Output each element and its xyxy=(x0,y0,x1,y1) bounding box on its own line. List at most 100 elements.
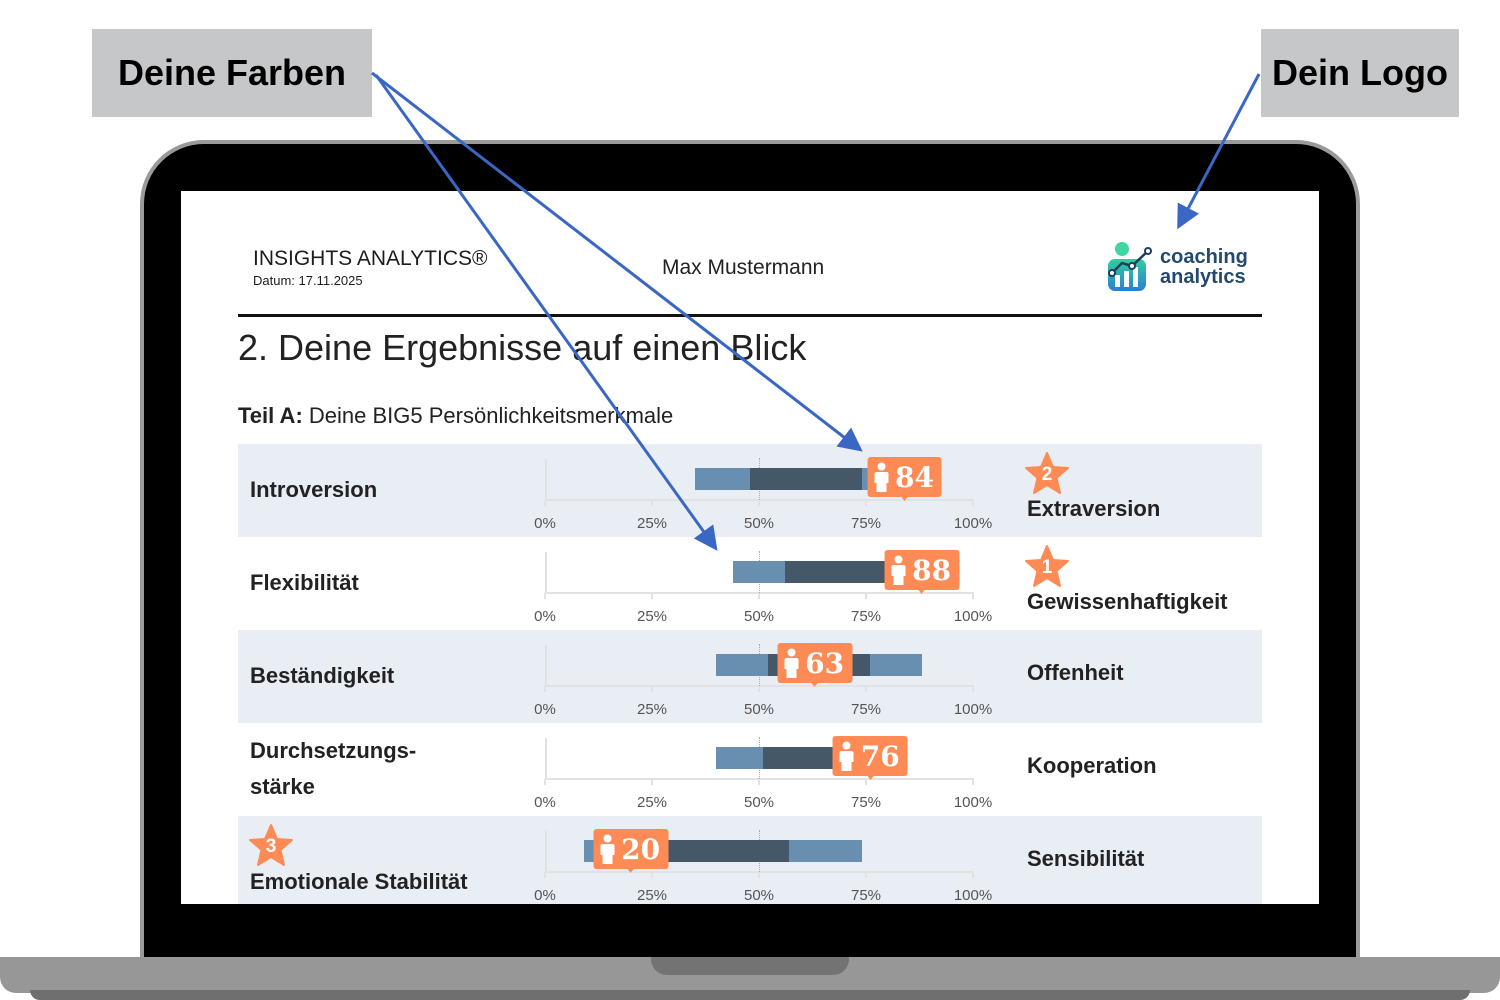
trait-left-label: Introversion xyxy=(250,477,378,502)
header-divider xyxy=(238,314,1262,317)
person-icon xyxy=(783,648,805,678)
axis-tick xyxy=(972,686,974,692)
trait-bar-chart: 0%25%50%75%100%76 xyxy=(534,723,992,816)
axis-tick xyxy=(544,686,546,692)
score-badge: 84 xyxy=(867,457,942,501)
axis-tick xyxy=(865,872,867,878)
axis-tick-label: 100% xyxy=(953,515,993,532)
axis-tick-label: 0% xyxy=(534,794,556,811)
axis-tick xyxy=(544,779,546,785)
axis-tick-label: 0% xyxy=(534,608,556,625)
report-date: Datum: 17.11.2025 xyxy=(253,273,363,288)
callout-deine-farben: Deine Farben xyxy=(92,29,372,117)
axis-tick xyxy=(758,500,760,506)
range-bar-dark xyxy=(750,468,862,490)
axis-tick-label: 100% xyxy=(953,701,993,718)
axis-tick xyxy=(865,686,867,692)
axis-vertical-line xyxy=(545,831,547,873)
axis-tick xyxy=(651,779,653,785)
score-value: 88 xyxy=(912,553,952,587)
axis-tick-label: 0% xyxy=(534,515,556,532)
trait-bar-chart: 0% 25% 50% 75% 100% 84 xyxy=(534,444,992,537)
score-value: 20 xyxy=(621,832,661,866)
axis-tick xyxy=(651,686,653,692)
trait-right-label: Gewissenhaftigkeit xyxy=(1027,589,1228,614)
range-bar-dark xyxy=(784,561,896,583)
rank-star-icon: 2 xyxy=(1025,452,1069,494)
axis-tick-label: 50% xyxy=(743,515,775,532)
axis-tick-label: 0% xyxy=(534,887,556,904)
trait-left-label: Durchsetzungs- stärke xyxy=(250,738,417,799)
axis-vertical-line xyxy=(545,552,547,594)
logo-text-analytics: analytics xyxy=(1160,266,1246,288)
axis-tick-label: 100% xyxy=(953,608,993,625)
axis-tick xyxy=(758,872,760,878)
rank-number: 1 xyxy=(1041,557,1053,578)
logo-text: coaching analytics xyxy=(1160,247,1248,287)
trait-bar-chart: 0% 25% 50% 75% 100% 63 xyxy=(534,630,992,723)
axis-tick-label: 25% xyxy=(636,608,668,625)
score-badge: 88 xyxy=(884,550,960,594)
axis-tick-label: 100% xyxy=(953,887,993,904)
rank-star-icon: 3 xyxy=(249,824,293,866)
trait-bar-chart: 0%25%50%75%100%88 xyxy=(534,537,992,630)
axis-tick xyxy=(651,593,653,599)
axis-tick xyxy=(972,872,974,878)
axis-tick-label: 50% xyxy=(743,701,775,718)
report-brand: INSIGHTS ANALYTICS® xyxy=(253,247,488,270)
section-subtitle: Teil A: Deine BIG5 Persönlichkeitsmerkma… xyxy=(238,403,673,429)
axis-tick xyxy=(651,500,653,506)
axis-tick xyxy=(544,500,546,506)
laptop-notch xyxy=(651,957,849,975)
coaching-analytics-logo-icon xyxy=(1108,242,1152,291)
subtitle-bold: Teil A: xyxy=(238,403,303,428)
trait-row: Emotionale Stabilität 0% 25% 50% 75% 100% 20 Se… xyxy=(238,816,1262,904)
axis-tick xyxy=(758,593,760,599)
axis-tick xyxy=(865,593,867,599)
axis-tick xyxy=(972,779,974,785)
report-screen: INSIGHTS ANALYTICS® Datum: 17.11.2025 Ma… xyxy=(181,191,1319,904)
score-badge: 76 xyxy=(832,736,908,780)
score-value: 76 xyxy=(860,739,900,773)
axis-vertical-line xyxy=(545,645,547,687)
trait-row: Beständigkeit 0% 25% 50% 75% 100% 63 Offenheit xyxy=(238,630,1262,723)
axis-tick-label: 50% xyxy=(743,794,775,811)
axis-tick-label: 25% xyxy=(636,515,668,532)
trait-bar-chart: 0% 25% 50% 75% 100% 20 xyxy=(534,816,992,904)
trait-right-label: Kooperation xyxy=(1027,753,1157,778)
axis-tick-label: 50% xyxy=(743,608,775,625)
person-icon xyxy=(599,834,621,864)
axis-vertical-line xyxy=(545,459,547,501)
range-bar-dark xyxy=(763,747,845,769)
axis-tick-label: 100% xyxy=(953,794,993,811)
trait-left-label: Beständigkeit xyxy=(250,663,395,688)
axis-tick xyxy=(865,779,867,785)
axis-tick-label: 75% xyxy=(850,887,882,904)
axis-tick-label: 75% xyxy=(850,701,882,718)
trait-left-label: Emotionale Stabilität xyxy=(250,869,468,894)
callout-dein-logo: Dein Logo xyxy=(1261,29,1459,117)
score-value: 63 xyxy=(805,646,845,680)
axis-tick-label: 50% xyxy=(743,887,775,904)
trait-right-label: Sensibilität xyxy=(1027,846,1145,871)
axis-tick xyxy=(865,500,867,506)
axis-tick-label: 25% xyxy=(636,887,668,904)
score-badge: 63 xyxy=(777,643,853,687)
laptop-base-shadow xyxy=(30,990,1470,1000)
axis-tick-label: 75% xyxy=(850,515,882,532)
rank-star-icon: 1 xyxy=(1025,545,1069,587)
person-icon xyxy=(839,741,861,771)
person-icon xyxy=(873,462,895,492)
axis-tick xyxy=(544,872,546,878)
logo-text-coaching: coaching xyxy=(1160,246,1248,268)
axis-tick-label: 0% xyxy=(534,701,556,718)
trait-right-label: Extraversion xyxy=(1027,496,1161,521)
trait-right-label: Offenheit xyxy=(1027,660,1124,685)
axis-tick-label: 25% xyxy=(636,701,668,718)
page-title: 2. Deine Ergebnisse auf einen Blick xyxy=(238,327,807,368)
